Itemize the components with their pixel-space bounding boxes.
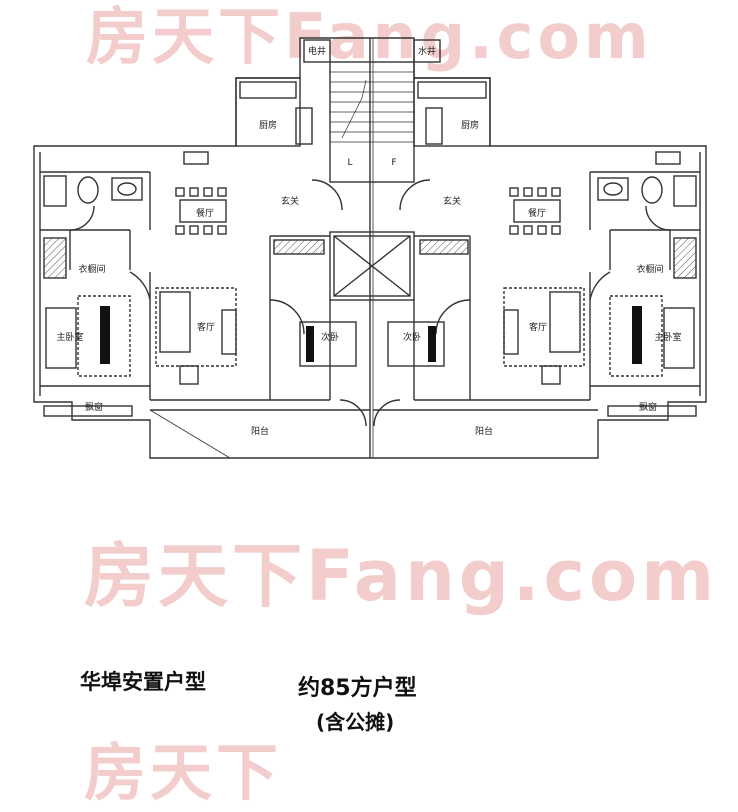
project-caption: 华埠安置户型: [80, 670, 206, 694]
label-closet-left: 衣橱间: [78, 263, 105, 275]
water-shaft-box: [413, 39, 441, 63]
bed-headboard-left: [100, 306, 110, 364]
label-master-left: 主卧室: [56, 331, 83, 343]
outer-wall: [33, 37, 707, 459]
label-dining-right: 餐厅: [528, 207, 546, 219]
kitchen-right-box: [413, 77, 491, 147]
label-closet-right: 衣橱间: [636, 263, 663, 275]
elec-shaft-box: [303, 39, 331, 63]
label-kitchen-left: 厨房: [259, 119, 277, 131]
bed-headboard-second-right: [428, 326, 436, 362]
label-bay-right: 飘窗: [639, 401, 657, 413]
bed-headboard-second-left: [306, 326, 314, 362]
kitchen-left-box: [235, 77, 301, 147]
label-stair-f: F: [391, 158, 396, 168]
unit-size-caption: 约85方户型: [298, 676, 417, 701]
inner-wall: [39, 152, 701, 396]
label-entry-right: 玄关: [443, 195, 461, 207]
label-entry-left: 玄关: [281, 195, 299, 207]
label-living-left: 客厅: [197, 321, 215, 333]
label-second-left: 次卧: [321, 331, 339, 343]
label-second-right: 次卧: [403, 331, 421, 343]
label-balcony-left: 阳台: [251, 425, 269, 437]
label-elec-shaft: 电井: [308, 45, 326, 57]
bed-headboard-right: [632, 306, 642, 364]
label-stair-l: L: [347, 158, 352, 168]
label-balcony-right: 阳台: [475, 425, 493, 437]
shared-area-note: (含公摊): [316, 710, 395, 734]
label-living-right: 客厅: [529, 321, 547, 333]
label-dining-left: 餐厅: [196, 207, 214, 219]
elevator-shaft: [333, 235, 411, 297]
label-master-right: 主卧室: [654, 331, 681, 343]
label-kitchen-right: 厨房: [461, 119, 479, 131]
label-bay-left: 飘窗: [85, 401, 103, 413]
label-water-shaft: 水井: [418, 45, 436, 57]
floor-plan: 电井 水井 厨房 厨房 餐厅 餐厅 玄关 玄关 衣橱间 衣橱间 客厅 客厅 主卧…: [33, 37, 707, 459]
